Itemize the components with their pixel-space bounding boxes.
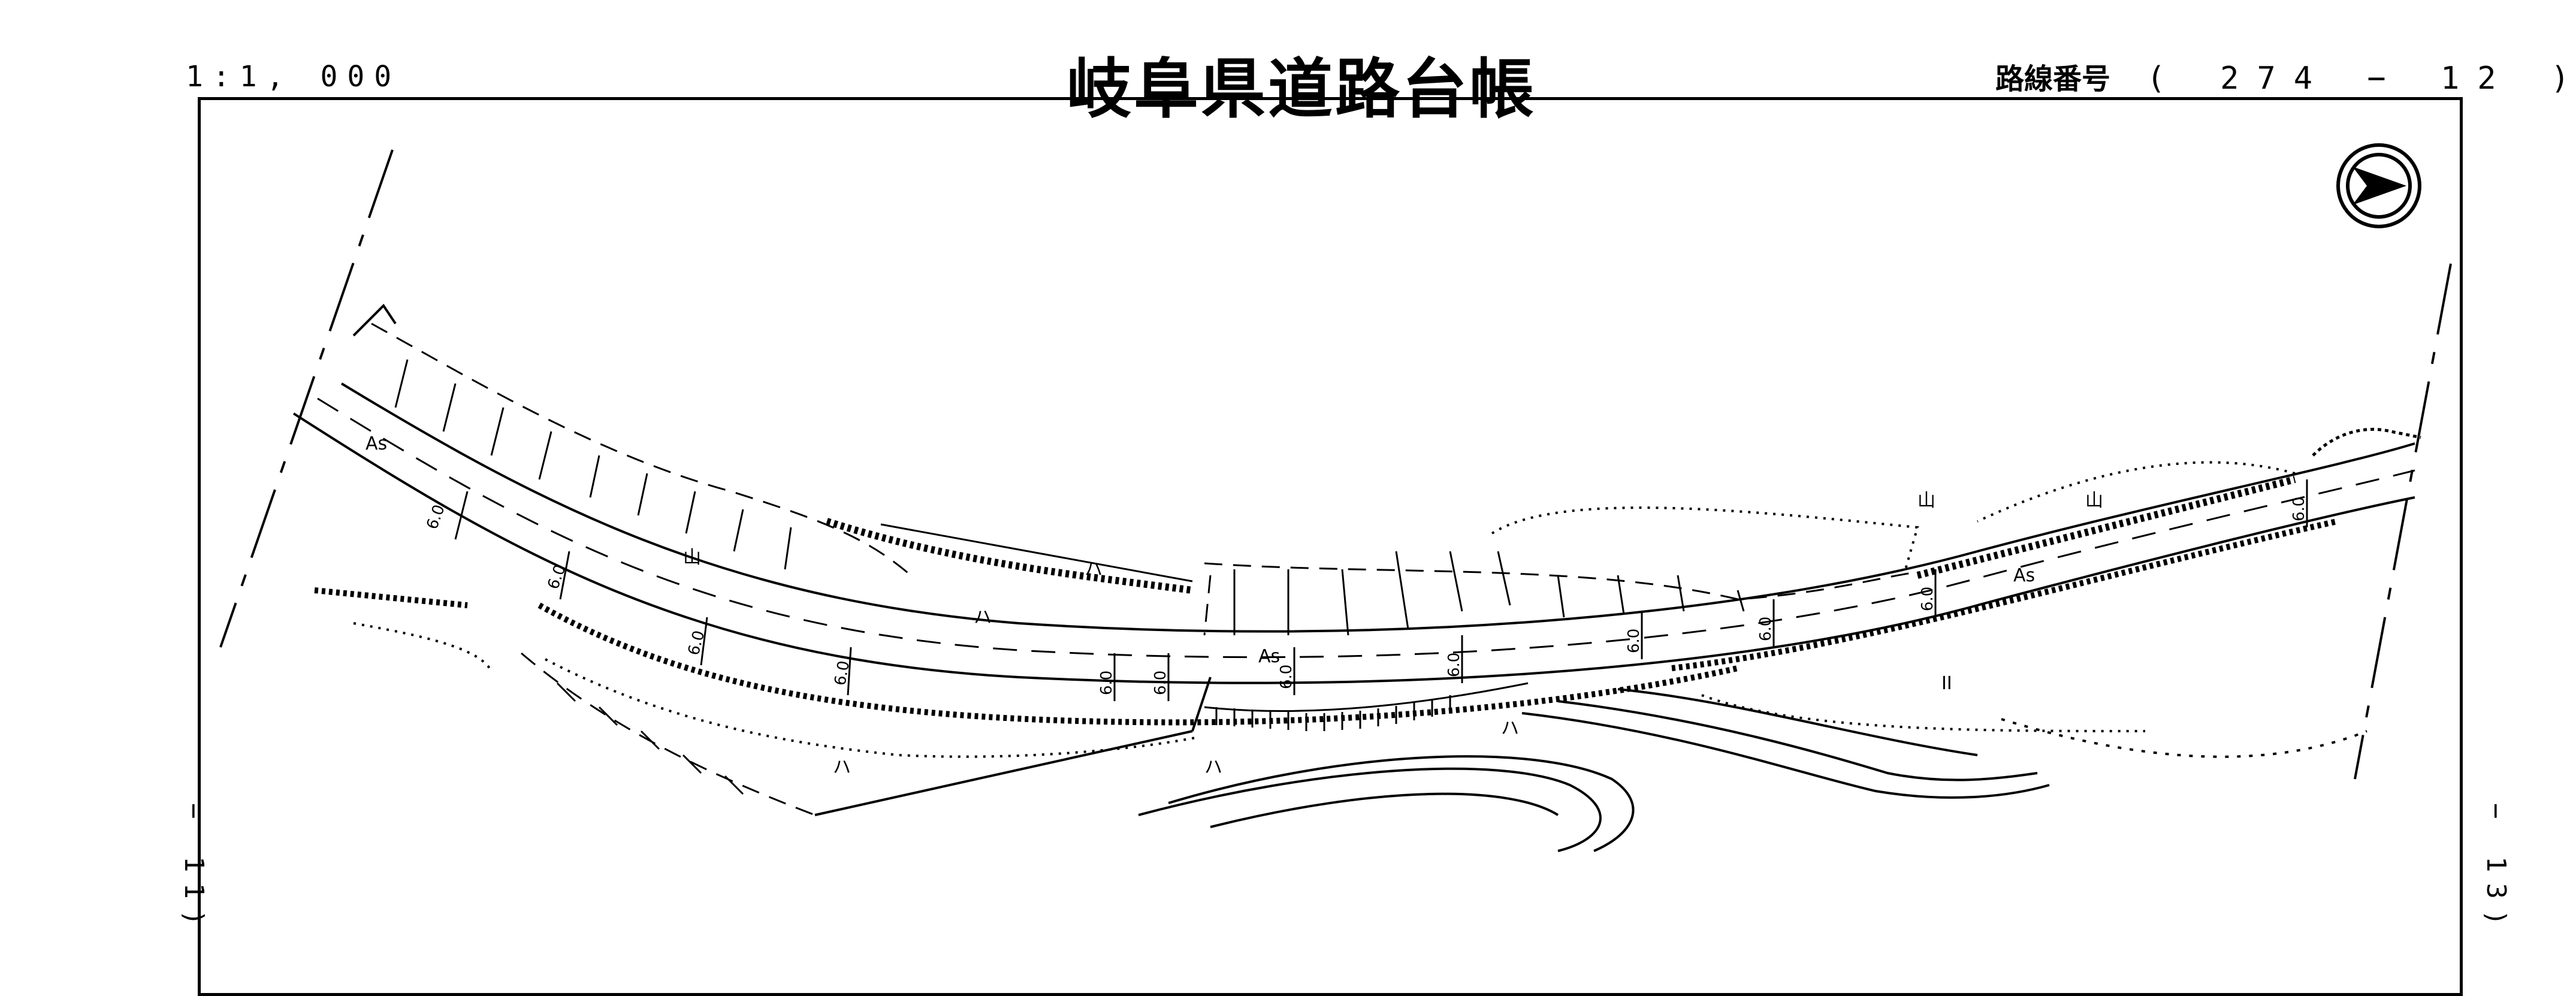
- land-symbol: 山: [1917, 490, 1935, 511]
- land-symbol: ハ: [1204, 757, 1222, 778]
- stream-branch: [1191, 677, 1212, 732]
- slope-line-upper-mid: [1203, 562, 1918, 636]
- route-number: 路線番号 ( 274 − 12 ): [1995, 55, 2576, 97]
- land-use-symbols: 山 山 ハ ハ ハ ハ ハ 山 II: [683, 490, 2103, 778]
- width-label: 6.0: [1098, 671, 1116, 695]
- map-scale: 1:1, 000: [186, 60, 401, 93]
- width-label: 6.0: [1278, 665, 1295, 689]
- sheet-ref-right: − 13): [2481, 803, 2511, 937]
- width-label: 6.0: [1152, 671, 1170, 695]
- route-number-value: ( 274 − 12 ): [2146, 61, 2576, 96]
- retaining-wall-left: [314, 587, 468, 608]
- retaining-wall-lower-right: [1671, 518, 2338, 671]
- slope-ticks-middle: [1233, 551, 1745, 636]
- structure-upper-left: [352, 303, 397, 337]
- slope-ticks-lower-left: [521, 652, 816, 816]
- road-edge-upper: [340, 382, 2415, 633]
- contour-lines: [1138, 688, 2050, 852]
- stream-line: [814, 730, 1193, 816]
- retaining-wall-upper-right: [1916, 476, 2296, 579]
- land-symbol: ハ: [1501, 718, 1519, 739]
- land-symbol: 山: [2085, 490, 2103, 511]
- land-symbol: ハ: [833, 757, 851, 778]
- width-dimension-ticks: [454, 479, 2308, 701]
- sheet-ref-left: − 11): [179, 803, 209, 937]
- boundary-dotted-far-right: [2001, 718, 2367, 758]
- retaining-wall-upper-mid: [826, 518, 1193, 594]
- match-line-right: [2354, 263, 2452, 780]
- land-symbol: ハ: [974, 607, 992, 628]
- road-edge-lower: [292, 412, 2415, 684]
- road-plan-map: As As As 6.0 6.0 6.0 6.0 6.0 6.0 6.0 6.0…: [219, 143, 2452, 852]
- land-symbol: II: [1941, 673, 1952, 694]
- hill-hatch-right: [2312, 427, 2421, 457]
- pavement-label-left: As: [366, 433, 387, 454]
- slope-ticks-upper-left: [394, 359, 792, 570]
- slope-line-upper-left: [371, 322, 911, 577]
- width-label: 6.0: [831, 659, 853, 687]
- route-number-label: 路線番号: [1995, 62, 2111, 96]
- retaining-wall-lower: [537, 602, 1739, 726]
- bank-line: [880, 523, 1193, 582]
- boundary-dotted-lower-left: [353, 622, 1199, 758]
- pavement-label-right: As: [2013, 565, 2035, 586]
- width-label: 6.0: [1445, 653, 1463, 677]
- land-symbol: 山: [683, 547, 701, 568]
- width-label: 6.0: [1757, 617, 1775, 641]
- width-label: 6.0: [2290, 497, 2308, 521]
- width-label: 6.0: [1919, 587, 1937, 611]
- width-label: 6.0: [685, 629, 709, 657]
- north-arrow-icon: [2336, 143, 2421, 228]
- pavement-label-center: As: [1258, 646, 1280, 667]
- land-symbol: ハ: [1085, 559, 1103, 580]
- match-line-left: [219, 149, 394, 648]
- hatch-bank-lower: [1215, 695, 1451, 731]
- width-label: 6.0: [1625, 629, 1643, 653]
- page-title: 岐阜県道路台帳: [1067, 52, 1537, 127]
- road-centerline: [317, 397, 2415, 659]
